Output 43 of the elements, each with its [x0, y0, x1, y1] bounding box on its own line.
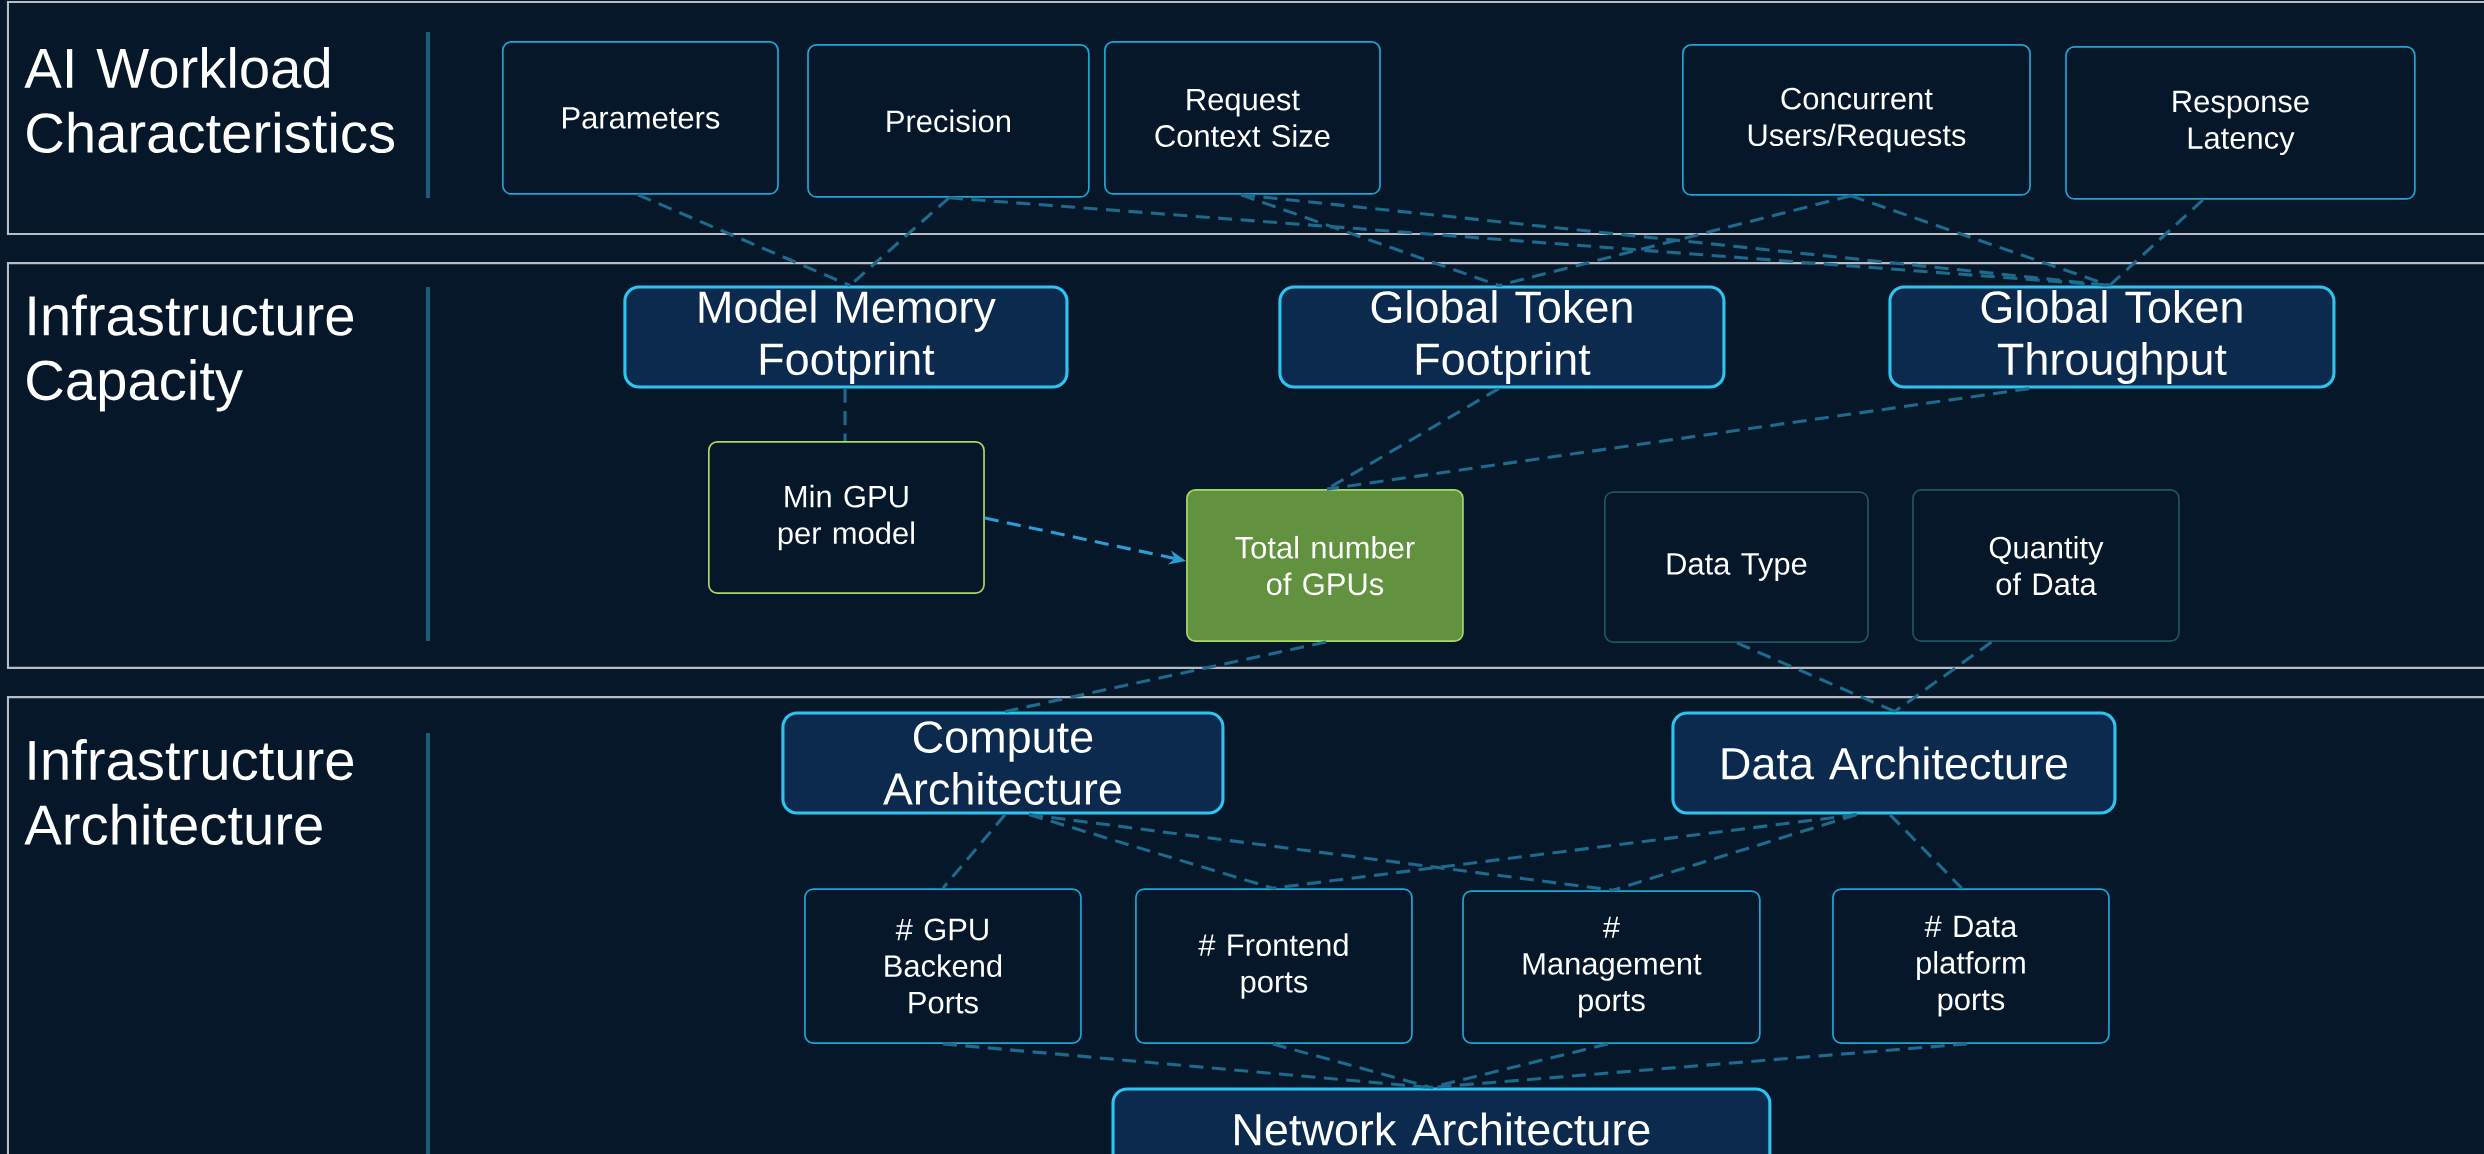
connector-line	[2108, 198, 2204, 287]
parameter-box: # GPU Backend Ports	[804, 888, 1082, 1044]
parameter-box: Concurrent Users/Requests	[1682, 44, 2031, 196]
connector-line	[1240, 193, 1500, 287]
connector-line	[1893, 640, 1993, 713]
connector-line	[843, 388, 847, 442]
connector-line	[1888, 813, 1963, 890]
connector-line	[941, 813, 1007, 890]
connector-line	[1272, 1042, 1432, 1089]
connector-line	[1430, 1042, 1609, 1089]
band-panel	[6, 0, 2484, 236]
capacity-box: Network Architecture	[1111, 1087, 1772, 1154]
parameter-box: # Data platform ports	[1832, 888, 2110, 1044]
connector-line	[1612, 813, 1857, 892]
parameter-box: # Frontend ports	[1135, 888, 1413, 1044]
connector-line	[637, 193, 851, 287]
connector-line	[1498, 194, 1852, 287]
result-box: Total number of GPUs	[1186, 489, 1464, 642]
connector-line	[948, 196, 2110, 288]
section-heading: Infrastructure Architecture	[24, 739, 354, 845]
section-heading: AI Workload Characteristics	[24, 47, 395, 153]
capacity-box: Global Token Throughput	[1888, 285, 2336, 389]
parameter-box: Quantity of Data	[1912, 489, 2180, 642]
connector-line	[1028, 813, 1614, 892]
connector-line	[1272, 813, 1857, 890]
band-panel	[6, 262, 2484, 669]
parameter-box: Parameters	[501, 41, 779, 195]
parameter-box: Request Context Size	[1104, 41, 1381, 195]
connector-line	[1028, 813, 1274, 890]
parameter-box: # Management ports	[1462, 890, 1761, 1044]
connector-line	[1736, 641, 1896, 713]
capacity-box: Global Token Footprint	[1278, 285, 1726, 389]
band-panel	[6, 696, 2484, 1154]
connector-line	[1326, 387, 2030, 491]
parameter-box: Data Type	[1604, 491, 1869, 643]
capacity-box: Data Architecture	[1671, 711, 2117, 815]
parameter-box: Min GPU per model	[707, 441, 985, 594]
capacity-box: Model Memory Footprint	[623, 285, 1069, 389]
parameter-box: Precision	[807, 44, 1090, 198]
section-heading: Infrastructure Capacity	[27, 294, 354, 412]
connector-line	[1850, 194, 2111, 287]
capacity-box: Compute Architecture	[781, 711, 1225, 815]
parameter-box: Response Latency	[2065, 46, 2416, 200]
